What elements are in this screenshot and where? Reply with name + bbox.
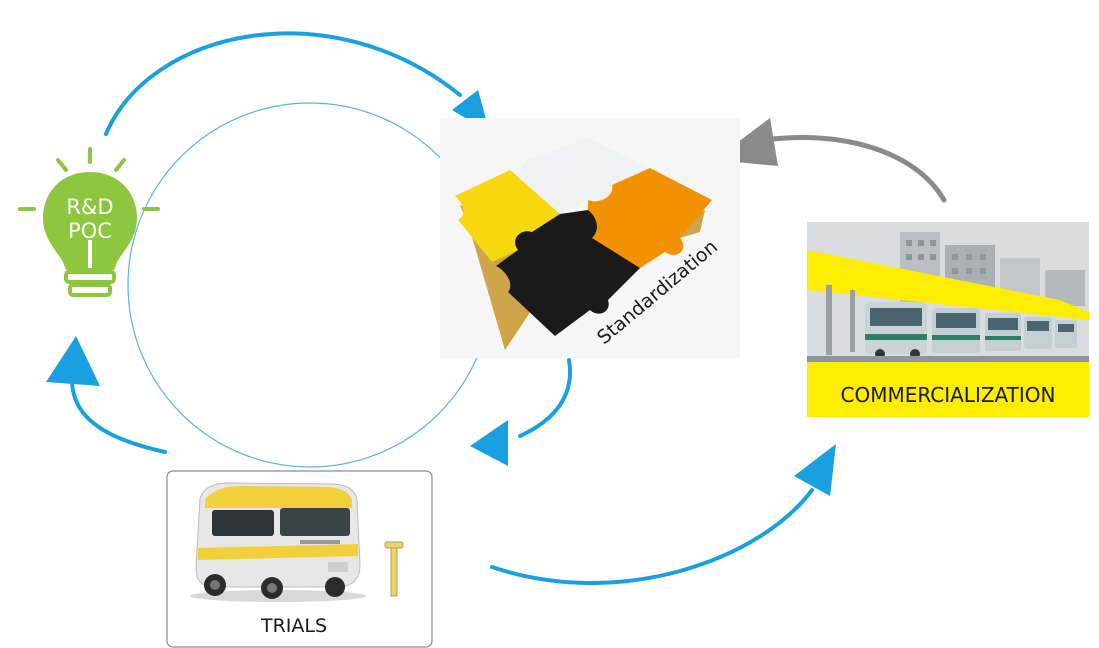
bus-depot-picture bbox=[807, 222, 1089, 362]
arrow-trials-to-commercialization bbox=[490, 444, 836, 585]
commercialization-label: COMMERCIALIZATION bbox=[841, 383, 1056, 407]
rnd-poc-node: R&D POC bbox=[18, 147, 160, 297]
stop-marker-icon bbox=[384, 541, 404, 597]
autonomous-shuttle-picture bbox=[190, 482, 366, 602]
puzzle-icon bbox=[455, 138, 712, 350]
lightbulb-icon bbox=[43, 172, 137, 270]
rnd-label: R&D bbox=[66, 195, 113, 219]
trials-node: TRIALS bbox=[166, 470, 433, 648]
standardization-node: Standardization bbox=[440, 118, 740, 358]
trials-label: TRIALS bbox=[260, 615, 327, 637]
lightbulb-rays bbox=[18, 147, 160, 211]
cycle-circle bbox=[127, 102, 493, 468]
arrow-commercialization-to-standardization bbox=[714, 118, 947, 203]
arrow-trials-to-rnd bbox=[46, 336, 167, 454]
arrow-rnd-to-standardization bbox=[104, 31, 490, 136]
arrow-standardization-to-trials bbox=[470, 358, 572, 466]
commercialization-node: COMMERCIALIZATION bbox=[807, 222, 1089, 417]
poc-label: POC bbox=[68, 219, 112, 243]
